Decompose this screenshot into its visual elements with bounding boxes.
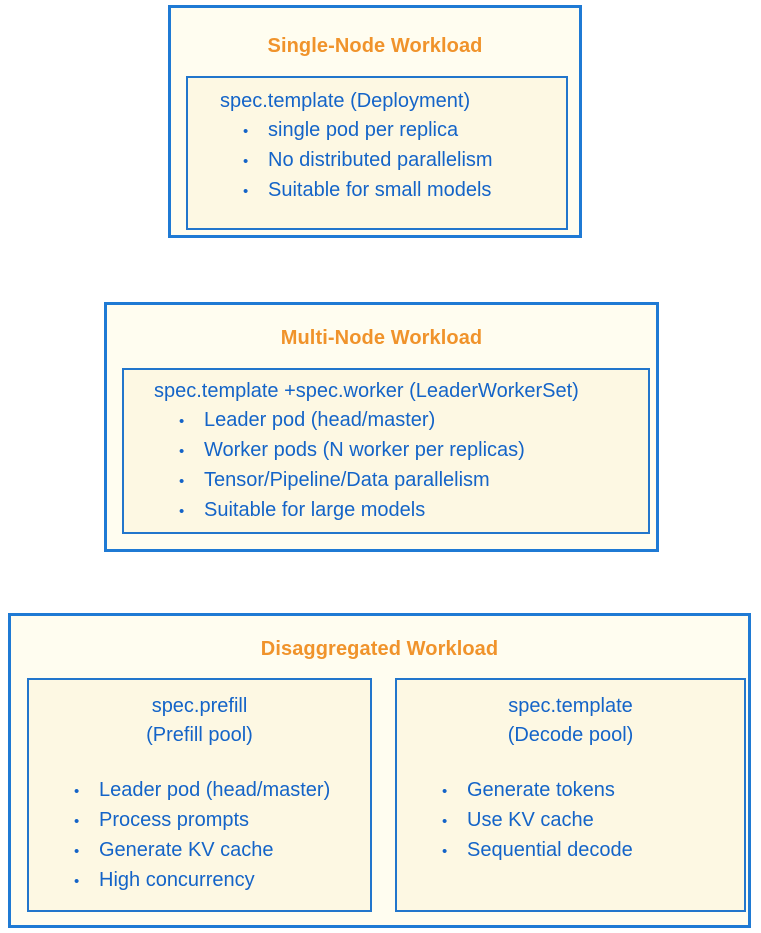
bullet-icon: • — [179, 503, 185, 520]
decode-spec-label: spec.template — [508, 695, 633, 717]
list-item: • Leader pod (head/master) — [74, 776, 330, 806]
list-item-label: Leader pod (head/master) — [204, 409, 436, 431]
prefill-pool-header: spec.prefill (Prefill pool) — [29, 692, 370, 750]
bullet-icon: • — [179, 473, 185, 490]
prefill-pool-label: (Prefill pool) — [146, 724, 253, 746]
list-item: • Suitable for large models — [179, 496, 525, 526]
list-item-label: Suitable for large models — [204, 499, 426, 521]
bullet-icon: • — [74, 843, 80, 860]
bullet-icon: • — [442, 813, 448, 830]
list-item: • Generate KV cache — [74, 836, 330, 866]
list-item: • Tensor/Pipeline/Data parallelism — [179, 466, 525, 496]
bullet-icon: • — [179, 413, 185, 430]
bullet-icon: • — [243, 123, 249, 140]
decode-pool-box: spec.template (Decode pool) • Generate t… — [395, 678, 746, 912]
multi-node-spec-box: spec.template +spec.worker (LeaderWorker… — [122, 368, 650, 534]
single-node-workload-box: Single-Node Workload spec.template (Depl… — [168, 5, 582, 238]
bullet-icon: • — [442, 783, 448, 800]
single-node-spec-label: spec.template (Deployment) — [220, 90, 471, 112]
list-item: • single pod per replica — [243, 116, 493, 146]
single-node-bullet-list: • single pod per replica • No distribute… — [243, 116, 493, 206]
list-item-label: Leader pod (head/master) — [99, 779, 331, 801]
prefill-pool-box: spec.prefill (Prefill pool) • Leader pod… — [27, 678, 372, 912]
disaggregated-workload-title: Disaggregated Workload — [260, 638, 499, 660]
list-item: • No distributed parallelism — [243, 146, 493, 176]
list-item-label: No distributed parallelism — [268, 149, 493, 171]
list-item: • High concurrency — [74, 866, 330, 896]
decode-pool-bullet-list: • Generate tokens • Use KV cache • Seque… — [442, 776, 633, 866]
list-item-label: Tensor/Pipeline/Data parallelism — [204, 469, 490, 491]
bullet-icon: • — [243, 153, 249, 170]
multi-node-workload-title: Multi-Node Workload — [280, 327, 483, 349]
multi-node-workload-box: Multi-Node Workload spec.template +spec.… — [104, 302, 659, 552]
multi-node-spec-label: spec.template +spec.worker (LeaderWorker… — [154, 380, 579, 402]
bullet-icon: • — [243, 183, 249, 200]
list-item: • Sequential decode — [442, 836, 633, 866]
list-item: • Suitable for small models — [243, 176, 493, 206]
list-item-label: Generate tokens — [467, 779, 615, 801]
decode-pool-label: (Decode pool) — [507, 724, 634, 746]
list-item: • Use KV cache — [442, 806, 633, 836]
list-item-label: Worker pods (N worker per replicas) — [204, 439, 525, 461]
list-item-label: Use KV cache — [467, 809, 594, 831]
list-item: • Generate tokens — [442, 776, 633, 806]
list-item: • Process prompts — [74, 806, 330, 836]
single-node-workload-title: Single-Node Workload — [267, 35, 483, 57]
decode-pool-header: spec.template (Decode pool) — [397, 692, 744, 750]
list-item-label: Generate KV cache — [99, 839, 274, 861]
list-item: • Leader pod (head/master) — [179, 406, 525, 436]
list-item-label: Sequential decode — [467, 839, 633, 861]
list-item-label: Process prompts — [99, 809, 250, 831]
multi-node-bullet-list: • Leader pod (head/master) • Worker pods… — [179, 406, 525, 526]
list-item-label: single pod per replica — [268, 119, 459, 141]
bullet-icon: • — [74, 813, 80, 830]
bullet-icon: • — [74, 783, 80, 800]
bullet-icon: • — [442, 843, 448, 860]
list-item-label: High concurrency — [99, 869, 255, 891]
list-item: • Worker pods (N worker per replicas) — [179, 436, 525, 466]
list-item-label: Suitable for small models — [268, 179, 492, 201]
single-node-spec-box: spec.template (Deployment) • single pod … — [186, 76, 568, 230]
prefill-pool-bullet-list: • Leader pod (head/master) • Process pro… — [74, 776, 330, 896]
disaggregated-workload-box: Disaggregated Workload spec.prefill (Pre… — [8, 613, 751, 928]
bullet-icon: • — [179, 443, 185, 460]
prefill-spec-label: spec.prefill — [151, 695, 248, 717]
bullet-icon: • — [74, 873, 80, 890]
